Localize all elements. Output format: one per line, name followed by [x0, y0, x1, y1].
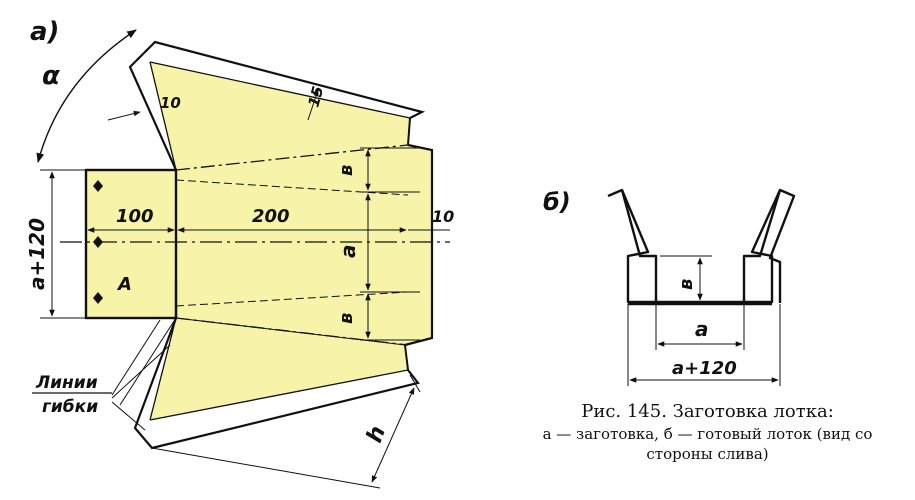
dim-a-text: а — [336, 245, 360, 259]
fold-lines-label-2: гибки — [42, 397, 98, 417]
blank-fill — [150, 62, 432, 420]
dim-h-text: h — [362, 423, 391, 446]
fold-lines-label-1: Линии — [35, 373, 98, 393]
mark-3 — [93, 292, 103, 304]
figure-caption: Рис. 145. Заготовка лотка: а — заготовка… — [505, 400, 910, 464]
figure-a-label: а) — [30, 17, 59, 47]
mark-2 — [93, 236, 103, 248]
dim-h-line — [371, 387, 415, 483]
fb-dim-a120-text: а+120 — [672, 358, 737, 379]
upper-fold-line — [149, 61, 177, 171]
caption-title: Рис. 145. Заготовка лотка: — [581, 401, 834, 422]
dim-10-right-text: 10 — [432, 207, 454, 226]
angle-label: α — [42, 61, 60, 91]
dim-15-text: 15 — [304, 84, 327, 109]
upper-flap-outline — [128, 40, 426, 171]
figure-a: а) α 10 15 100 200 10 в а в а+120 А Лини… — [25, 17, 454, 489]
lower-diag-2 — [119, 317, 177, 406]
leader-1 — [111, 319, 161, 396]
dim-15-line — [307, 89, 319, 121]
upper-flap-edge — [407, 117, 411, 146]
tray-profile-inner — [620, 189, 782, 302]
dim-a120-text: а+120 — [25, 218, 49, 290]
dim-200-text: 200 — [252, 206, 290, 227]
leader-3 — [111, 401, 146, 431]
lower-inner-fold-line — [149, 369, 409, 421]
region-label: А — [116, 274, 132, 295]
dim-h-ext-1 — [409, 374, 421, 393]
dim-h-ext-2 — [151, 447, 381, 489]
lower-flap-edge — [404, 344, 409, 371]
leader-2 — [111, 344, 171, 399]
tray-profile-outer — [607, 188, 796, 304]
dim-b-bottom-text: в — [336, 313, 357, 324]
angle-arc — [36, 29, 137, 163]
body-top-edge — [175, 144, 409, 171]
fb-dim-a-text: а — [695, 317, 709, 341]
caption-line-1: а — заготовка, б — готовый лоток (вид со — [542, 425, 873, 443]
dim-b-top-text: в — [336, 165, 357, 176]
lower-fold-line — [149, 317, 177, 421]
caption-line-2: стороны слива) — [646, 445, 769, 463]
fb-dim-b-text: в — [676, 279, 697, 290]
figure-b-label: б) — [543, 188, 571, 216]
upper-inner-fold-line — [149, 61, 411, 119]
dim-10-left-text: 10 — [160, 94, 181, 112]
mark-1 — [93, 180, 103, 192]
dim-100-text: 100 — [116, 206, 154, 227]
dim-10-left-line — [107, 110, 141, 121]
figure-b: б) в а а+120 — [543, 188, 796, 386]
